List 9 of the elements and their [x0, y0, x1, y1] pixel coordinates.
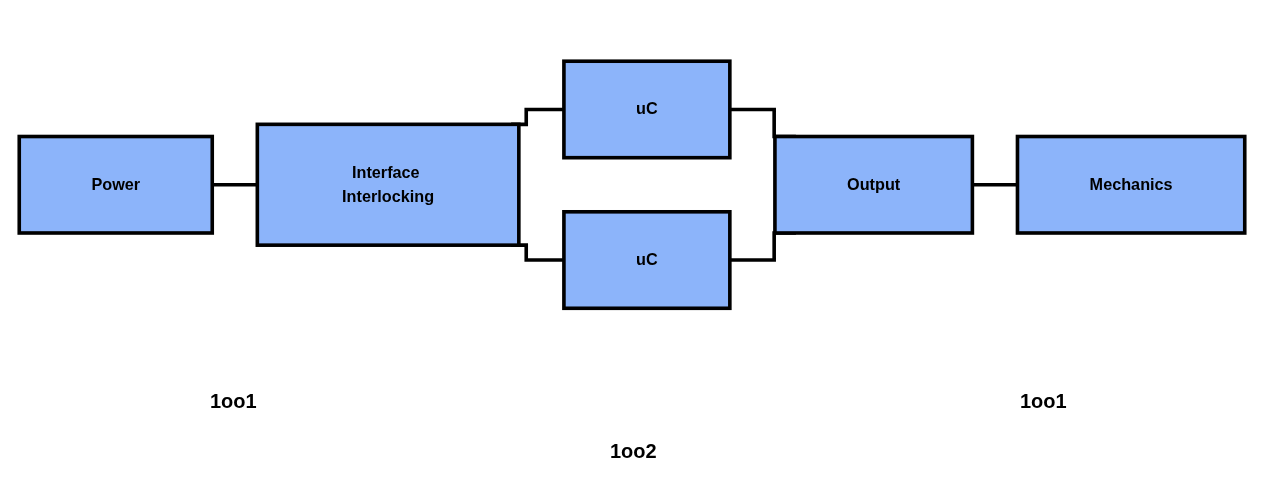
redundancy-label: 1oo1: [1020, 390, 1067, 413]
node-box: Power: [17, 134, 215, 236]
node-box: Mechanics: [1015, 134, 1247, 236]
node-box: Output: [773, 134, 975, 236]
node-box: uC: [562, 59, 732, 160]
node-box: Interface Interlocking: [255, 122, 521, 248]
node-box: uC: [562, 210, 732, 311]
redundancy-label: 1oo2: [610, 440, 657, 463]
redundancy-label: 1oo1: [210, 390, 257, 413]
